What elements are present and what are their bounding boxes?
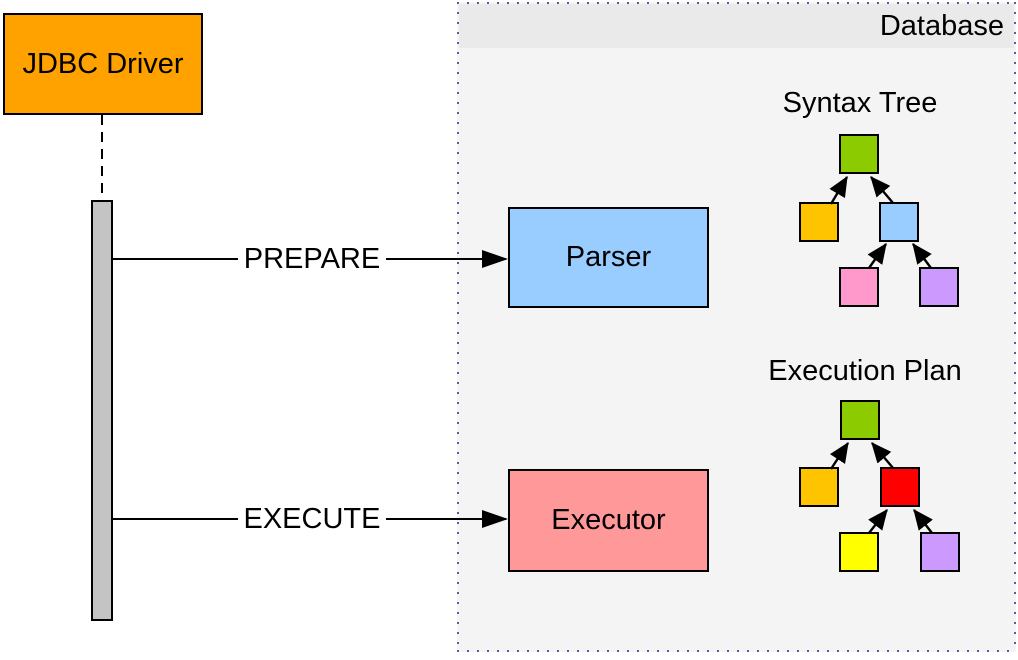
execution-plan-right-child-node xyxy=(880,467,920,507)
syntax-tree-left-leaf-node xyxy=(839,267,879,307)
parser-box: Parser xyxy=(508,207,709,308)
jdbc-driver-box: JDBC Driver xyxy=(3,13,203,115)
lifeline xyxy=(101,115,103,200)
syntax-tree-right-leaf-node xyxy=(919,267,959,307)
executor-box: Executor xyxy=(508,469,709,572)
execution-plan-right-leaf-node xyxy=(920,532,960,572)
database-title: Database xyxy=(879,9,1004,42)
syntax-tree-root-node xyxy=(839,134,879,174)
execution-plan-title: Execution Plan xyxy=(768,355,962,387)
database-header: Database xyxy=(459,4,1014,48)
execute-message-label: EXECUTE xyxy=(113,503,511,535)
jdbc-driver-label: JDBC Driver xyxy=(22,47,184,80)
syntax-tree-left-child-node xyxy=(799,202,839,242)
executor-label: Executor xyxy=(551,504,666,536)
activation-bar xyxy=(91,200,113,621)
syntax-tree-arrows xyxy=(829,175,932,269)
syntax-tree-title: Syntax Tree xyxy=(782,87,938,119)
execution-plan-arrows xyxy=(829,441,933,534)
execution-plan-left-child-node xyxy=(799,467,839,507)
execution-plan-root-node xyxy=(840,400,880,440)
parser-label: Parser xyxy=(565,241,652,273)
prepare-message-label: PREPARE xyxy=(113,243,511,275)
syntax-tree-right-child-node xyxy=(879,202,919,242)
execution-plan-left-leaf-node xyxy=(839,532,879,572)
